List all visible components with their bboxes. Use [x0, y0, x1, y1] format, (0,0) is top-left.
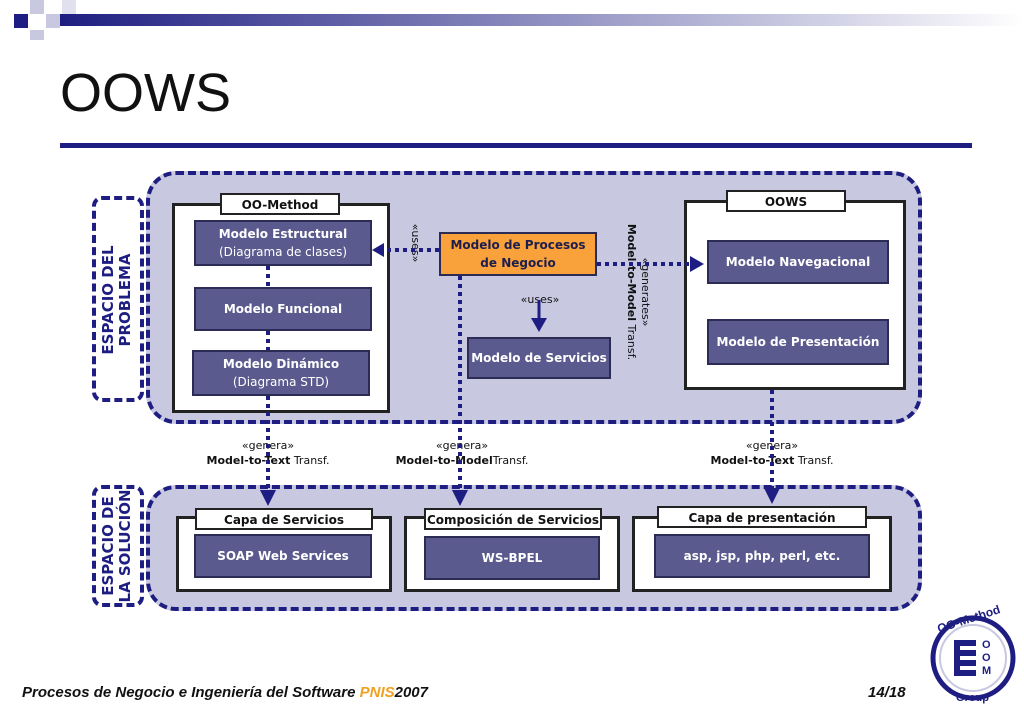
problem-space-label-box — [92, 196, 144, 402]
modelo-presentacion-label: Modelo de Presentación — [716, 335, 880, 349]
modelo-estructural-sub: (Diagrama de clases) — [218, 245, 348, 259]
footer-text: Procesos de Negocio e Ingeniería del Sof… — [22, 684, 428, 701]
modelo-funcional-label: Modelo Funcional — [223, 302, 343, 316]
slide-title: OOWS — [60, 63, 231, 123]
top-decoration — [14, 0, 1024, 40]
left-down-arrowhead — [260, 490, 276, 506]
logo-bottom-text: Group — [956, 692, 989, 704]
modelo-dinamico-box: Modelo Dinámico (Diagrama STD) — [192, 350, 370, 396]
uses-down-arrowhead — [531, 318, 547, 332]
modelo-presentacion-box: Modelo de Presentación — [707, 319, 889, 365]
modelo-navegacional-label: Modelo Navegacional — [725, 255, 871, 269]
footer-year: 2007 — [394, 684, 428, 701]
modelo-dinamico-label: Modelo Dinámico — [222, 357, 340, 371]
modelo-estructural-box: Modelo Estructural (Diagrama de clases) — [194, 220, 372, 266]
modelo-funcional-box: Modelo Funcional — [194, 287, 372, 331]
composicion-tab: Composición de Servicios — [424, 508, 602, 530]
procesos-line2: de Negocio — [480, 256, 556, 270]
modelo-procesos-box: Modelo de Procesos de Negocio — [439, 232, 597, 276]
logo-letter-3: M — [982, 665, 992, 677]
right-genera: «genera» — [745, 439, 799, 452]
logo-icon — [930, 615, 1016, 701]
logo-letter-1: O — [982, 639, 991, 651]
left-rest: Transf. — [290, 454, 330, 467]
mid-bold: Model-to-Model — [395, 454, 493, 467]
modelo-servicios-box: Modelo de Servicios — [467, 337, 611, 379]
oomethod-tab: OO-Method — [220, 193, 340, 215]
wsbpel-box: WS-BPEL — [424, 536, 600, 580]
wsbpel-label: WS-BPEL — [481, 551, 543, 565]
right-rest: Transf. — [794, 454, 834, 467]
modelo-navegacional-box: Modelo Navegacional — [707, 240, 889, 284]
capa-servicios-tab: Capa de Servicios — [195, 508, 373, 530]
procesos-line1: Modelo de Procesos — [450, 238, 586, 252]
solution-space-label-box — [92, 485, 144, 607]
soap-label: SOAP Web Services — [217, 549, 349, 563]
modelo-estructural-label: Modelo Estructural — [218, 227, 348, 241]
modelo-servicios-label: Modelo de Servicios — [471, 351, 607, 365]
page-number: 14/18 — [868, 684, 906, 701]
ows-tab: OOWS — [726, 190, 846, 212]
uses-left-arrowhead — [372, 243, 384, 257]
oomethod-logo: OO-Method Group O O M — [928, 602, 1018, 706]
footer-accent: PNIS — [359, 684, 395, 701]
footer-main: Procesos de Negocio e Ingeniería del Sof… — [22, 684, 360, 701]
capa-presentacion-tab: Capa de presentación — [657, 506, 867, 528]
modelo-dinamico-sub: (Diagrama STD) — [232, 375, 330, 389]
title-underline — [60, 143, 972, 148]
right-down-arrowhead — [764, 488, 780, 504]
asp-box: asp, jsp, php, perl, etc. — [654, 534, 870, 578]
mid-rest: Transf. — [492, 454, 529, 467]
soap-box: SOAP Web Services — [194, 534, 372, 578]
asp-label: asp, jsp, php, perl, etc. — [683, 549, 841, 563]
generates-arrowhead — [690, 256, 704, 272]
uses-label: «uses» — [520, 293, 560, 306]
mid-down-arrowhead — [452, 490, 468, 506]
logo-letter-2: O — [982, 652, 991, 664]
